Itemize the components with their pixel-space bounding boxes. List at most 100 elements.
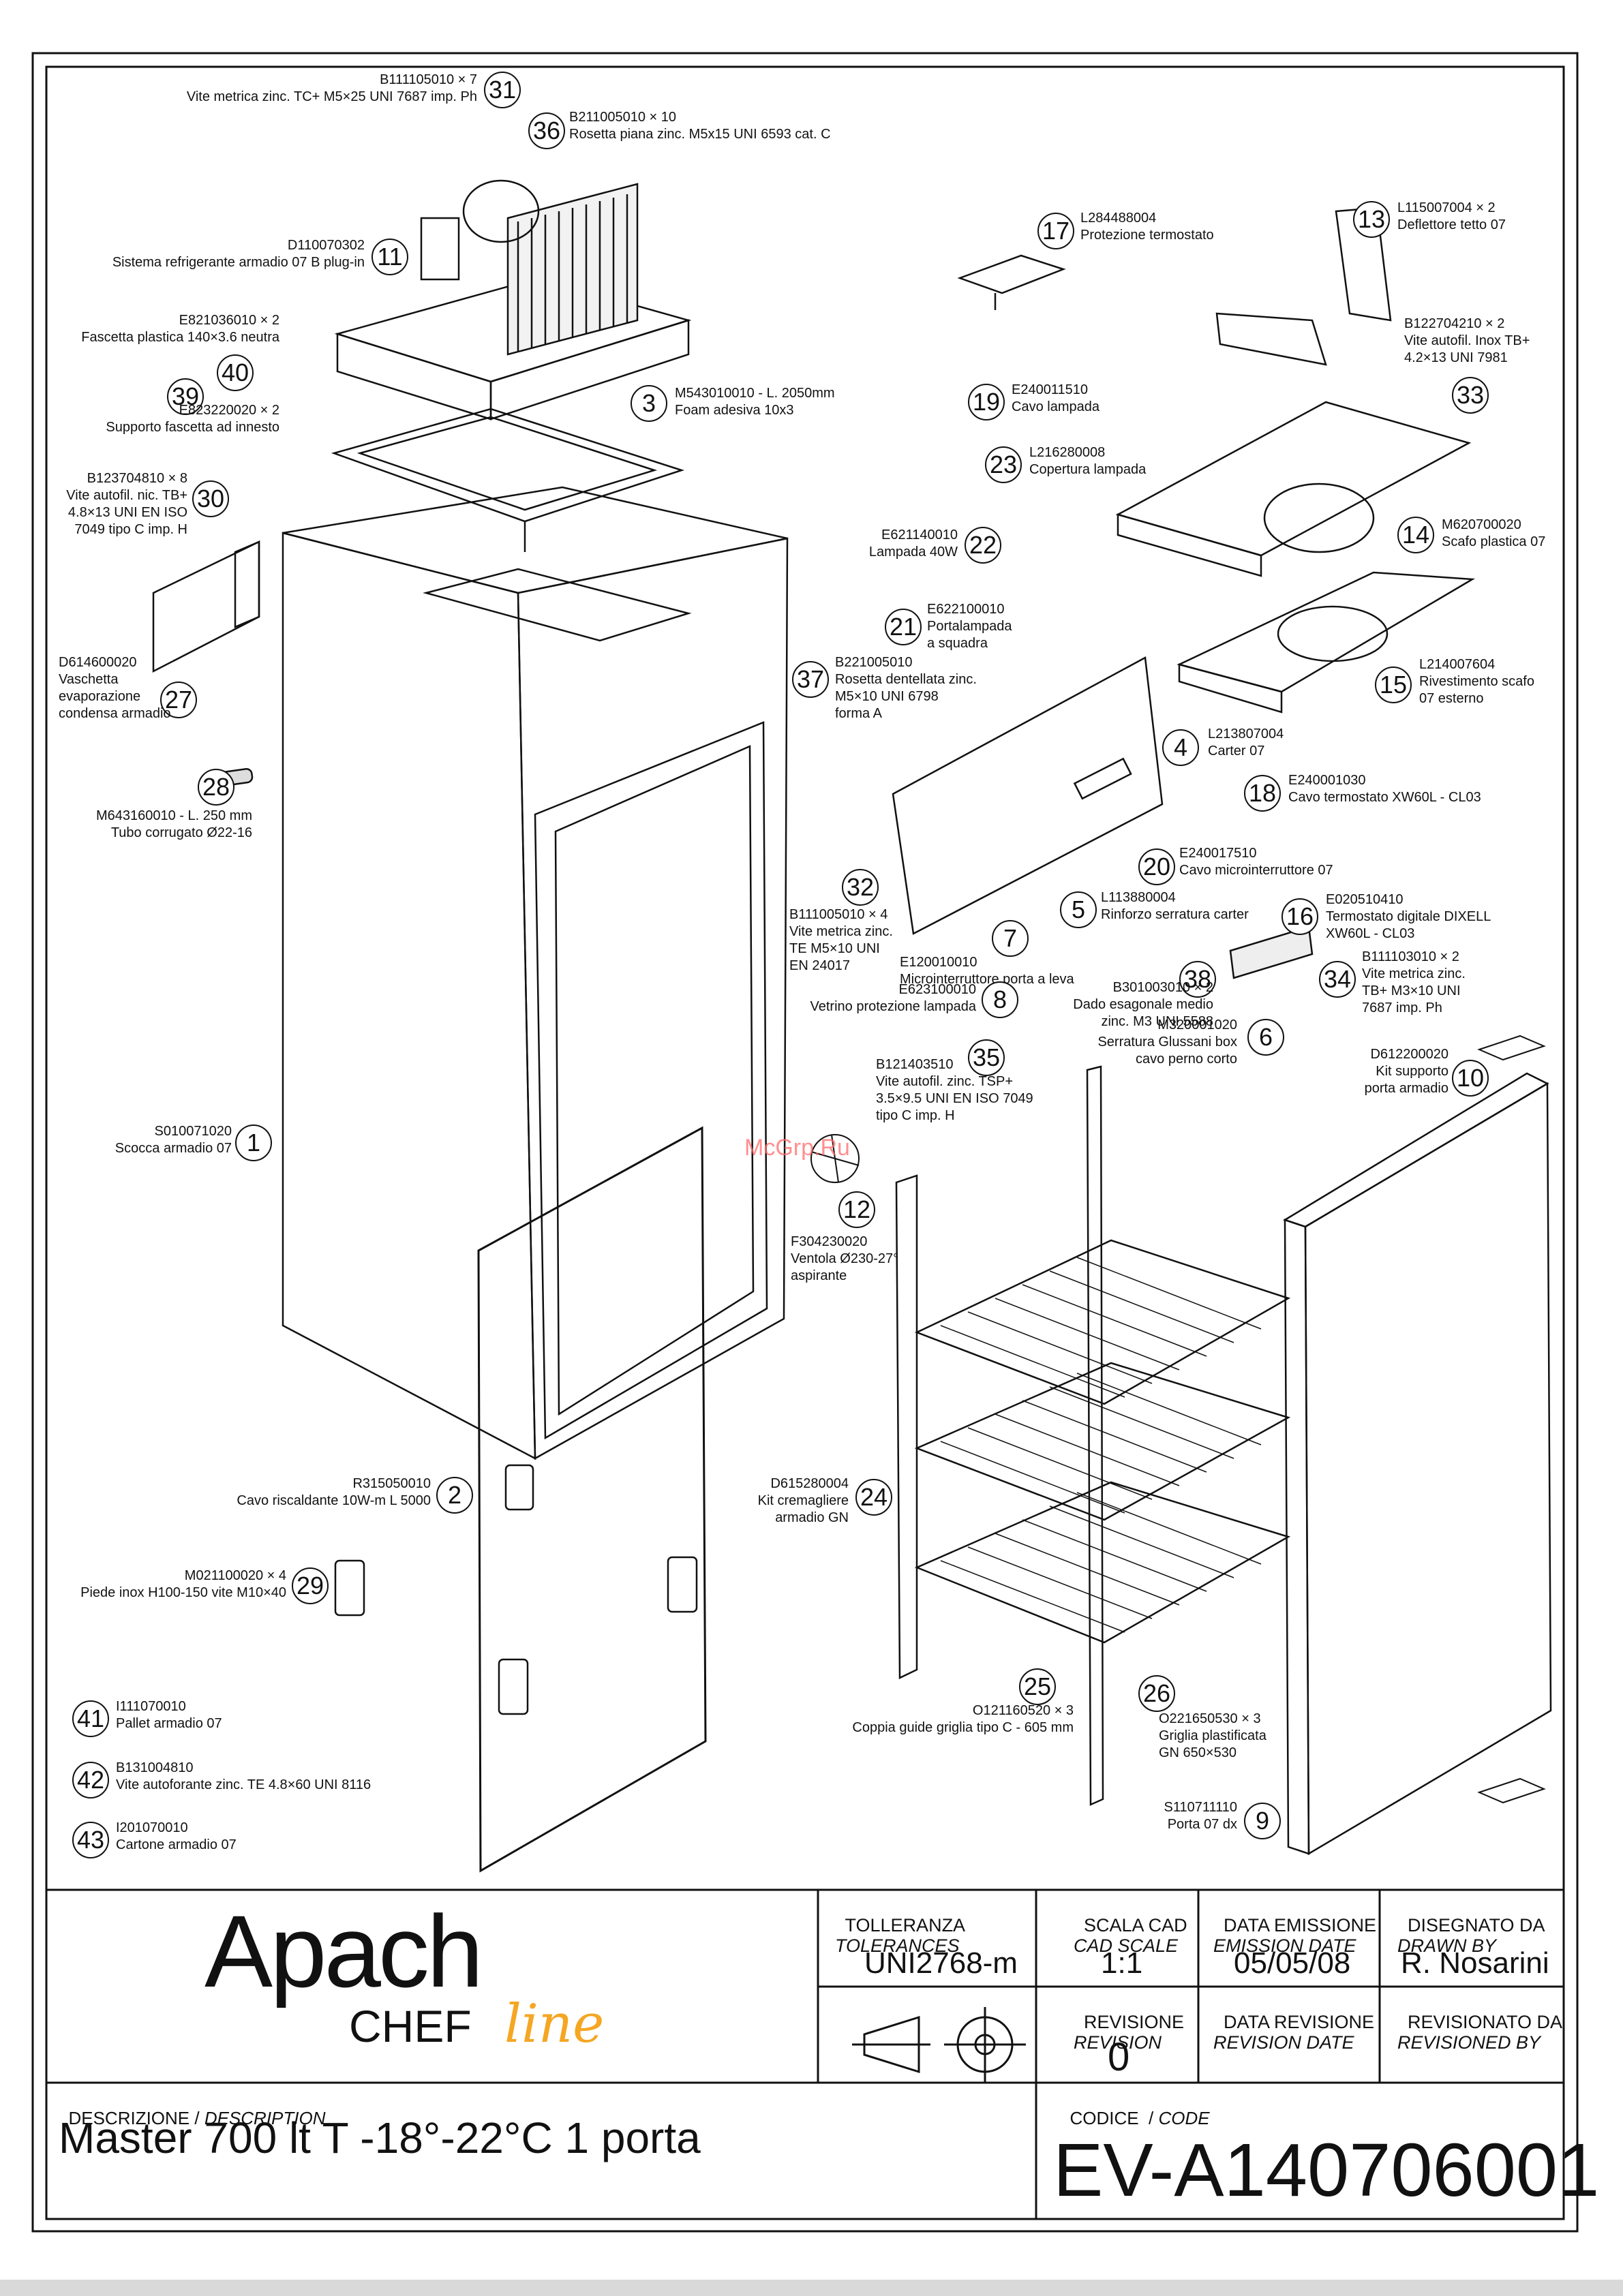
- part-code: B301003010 × 2: [1112, 980, 1213, 995]
- part-label-30: B123704810 × 8 Vite autofil. nic. TB+ 4.8…: [66, 470, 187, 538]
- part-description: Copertura lampada: [1029, 462, 1147, 477]
- part-description: Dado esagonale medio zinc. M3 UNI 5588: [1073, 997, 1213, 1029]
- cad-scale-value: 1:1: [1101, 1946, 1143, 1980]
- part-balloon-2: 2: [436, 1477, 473, 1514]
- part-balloon-32: 32: [842, 869, 879, 906]
- part-description: Sistema refrigerante armadio 07 B plug-i…: [112, 255, 365, 270]
- part-label-39: E823220020 × 2 Supporto fascetta ad innes…: [106, 402, 279, 436]
- part-balloon-27: 27: [160, 682, 197, 718]
- part-description: Cavo lampada: [1012, 399, 1099, 414]
- glass-panel: [477, 1126, 707, 1873]
- part-description: Supporto fascetta ad innesto: [106, 420, 279, 435]
- description-label: DESCRIZIONE / DESCRIPTION: [68, 2108, 326, 2128]
- revision-value: 0: [1108, 2035, 1130, 2079]
- shelves: [895, 1065, 1291, 1806]
- part-code: E240017510: [1179, 846, 1257, 861]
- part-description: Microinterruttore porta a leva: [900, 972, 1074, 987]
- watermark: McGrp.Ru: [744, 1135, 850, 1161]
- part-balloon-30: 30: [192, 480, 229, 517]
- part-description: Foam adesiva 10x3: [675, 403, 794, 418]
- part-balloon-20: 20: [1138, 848, 1175, 885]
- part-code: E622100010: [927, 602, 1005, 617]
- part-code: M320001020: [1157, 1017, 1237, 1032]
- brand-sub: CHEF: [349, 2001, 472, 2051]
- part-balloon-11: 11: [371, 239, 408, 275]
- part-balloon-43: 43: [72, 1822, 109, 1858]
- part-label-38: B301003010 × 2 Dado esagonale medio zinc.…: [1073, 979, 1213, 1030]
- part-balloon-1: 1: [235, 1124, 272, 1161]
- part-balloon-34: 34: [1319, 961, 1356, 998]
- part-code: M543010010 - L. 2050mm: [675, 386, 835, 401]
- part-code: M620700020: [1442, 517, 1521, 532]
- part-code: D615280004: [770, 1476, 849, 1491]
- part-balloon-41: 41: [72, 1700, 109, 1737]
- tolerance-value: UNI2768-m: [864, 1946, 1018, 1980]
- part-code: E621140010: [881, 527, 958, 542]
- part-code: B111105010 × 7: [380, 72, 477, 87]
- part-description: Cartone armadio 07: [116, 1837, 237, 1852]
- part-balloon-23: 23: [985, 446, 1022, 483]
- part-code: I201070010: [116, 1820, 188, 1835]
- code-value: EV-A140706001: [1053, 2128, 1600, 2212]
- part-balloon-3: 3: [631, 385, 667, 422]
- part-code: L213807004: [1208, 726, 1284, 741]
- part-description: Pallet armadio 07: [116, 1716, 222, 1731]
- emission-date-value: 05/05/08: [1234, 1946, 1351, 1980]
- part-description: Vite metrica zinc. TB+ M3×10 UNI 7687 im…: [1362, 966, 1466, 1015]
- fan: [810, 1134, 860, 1183]
- door: [1283, 1072, 1552, 1856]
- part-code: E821036010 × 2: [179, 313, 279, 328]
- part-description: Scocca armadio 07: [115, 1141, 232, 1156]
- part-code: I111070010: [116, 1699, 186, 1714]
- part-balloon-18: 18: [1244, 775, 1281, 812]
- part-balloon-12: 12: [838, 1191, 875, 1228]
- part-balloon-17: 17: [1037, 213, 1074, 249]
- part-description: Deflettore tetto 07: [1397, 217, 1506, 232]
- part-balloon-8: 8: [982, 981, 1018, 1018]
- part-code: B131004810: [116, 1760, 194, 1775]
- part-code: E823220020 × 2: [179, 403, 279, 418]
- part-balloon-33: 33: [1452, 377, 1489, 414]
- part-balloon-31: 31: [484, 72, 521, 108]
- part-description: Lampada 40W: [868, 545, 958, 560]
- part-balloon-5: 5: [1060, 891, 1097, 928]
- part-code: S110711110: [1164, 1800, 1237, 1815]
- part-description: Vite autofil. nic. TB+ 4.8×13 UNI EN ISO…: [66, 488, 187, 537]
- part-code: M643160010 - L. 250 mm: [95, 808, 252, 823]
- part-code: B111005010 × 4: [789, 907, 888, 922]
- part-description: Vite autoforante zinc. TE 4.8×60 UNI 811…: [116, 1777, 371, 1792]
- part-description: Cavo microinterruttore 07: [1179, 863, 1333, 878]
- part-balloon-37: 37: [792, 661, 829, 698]
- feet: [334, 1464, 698, 1715]
- part-code: L113880004: [1101, 890, 1176, 905]
- part-balloon-35: 35: [968, 1039, 1005, 1076]
- part-code: O221650530 × 3: [1159, 1711, 1261, 1726]
- part-code: E623100010: [898, 982, 976, 997]
- part-code: O121160520 × 3: [972, 1703, 1074, 1718]
- part-code: R315050010: [352, 1476, 431, 1491]
- part-code: E120010010: [900, 955, 977, 970]
- part-code: B123704810 × 8: [87, 471, 187, 486]
